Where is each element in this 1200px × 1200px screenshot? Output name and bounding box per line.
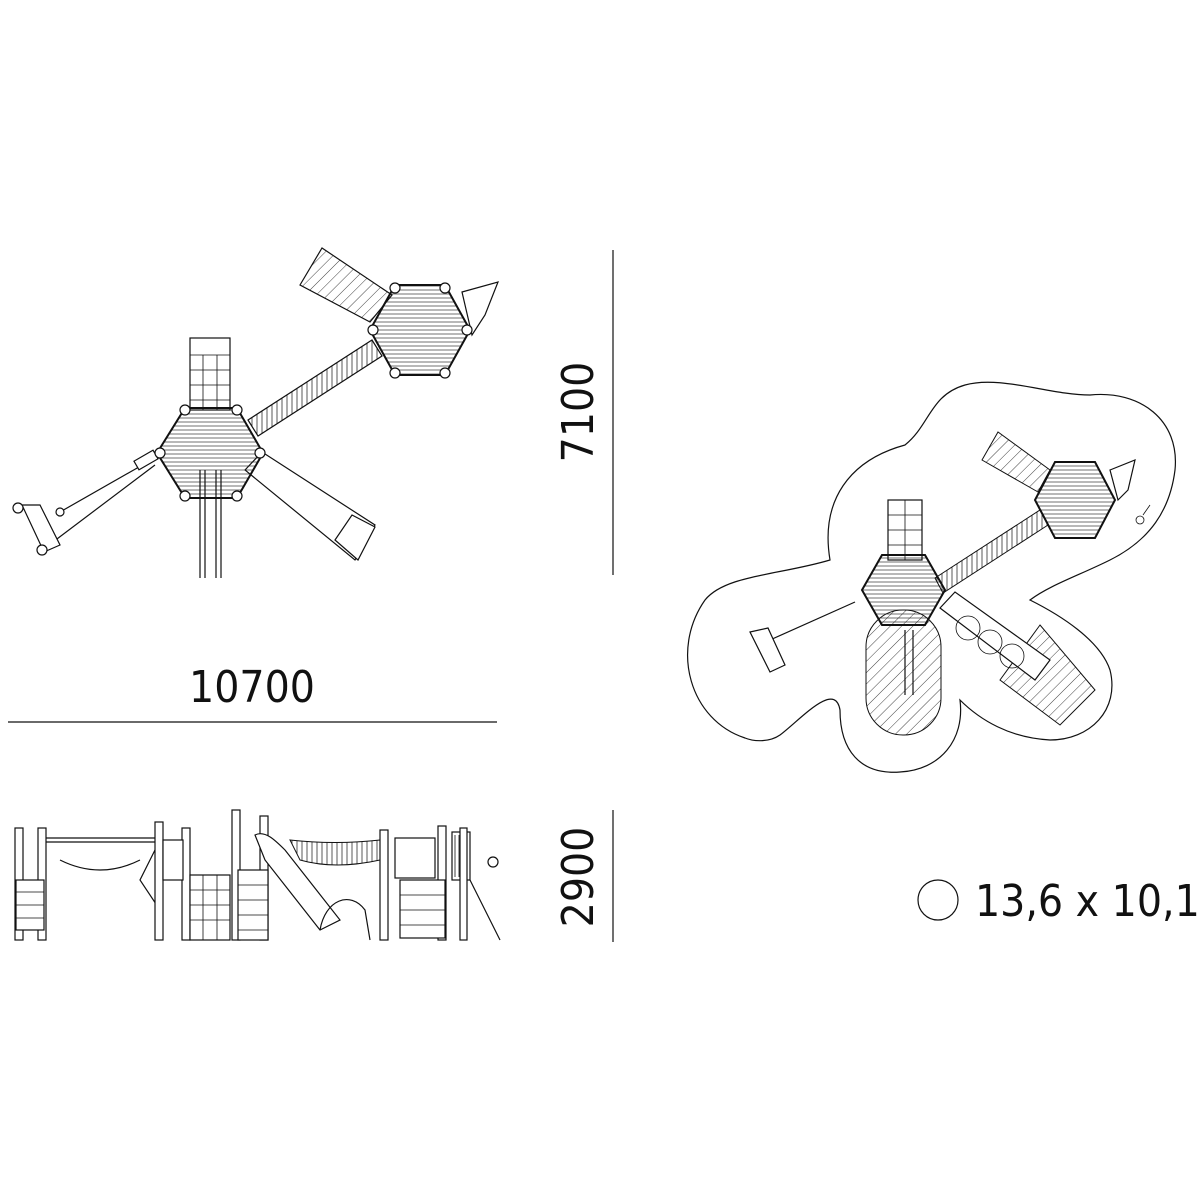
height-dimension-label: 2900 [553,827,604,928]
width-dimension-label: 10700 [189,662,315,713]
tower-2-top [367,282,473,379]
net-ladder-top [189,337,231,411]
safety-area-plan [687,381,1176,773]
viewpoint-marker-icon [1135,515,1145,525]
fall-zone-hatch [865,609,942,736]
swing-top [12,449,161,556]
side-view [14,809,501,941]
safety-area-label: 13,6 x 10,1 [975,876,1200,927]
depth-dimension-label: 7100 [553,362,604,463]
bridge-top [247,339,383,437]
safety-area-symbol-icon [917,879,959,921]
safety-zone-outline [687,381,1176,773]
top-view [12,247,499,578]
slide-top [244,451,376,561]
tower-1-top [154,404,266,502]
